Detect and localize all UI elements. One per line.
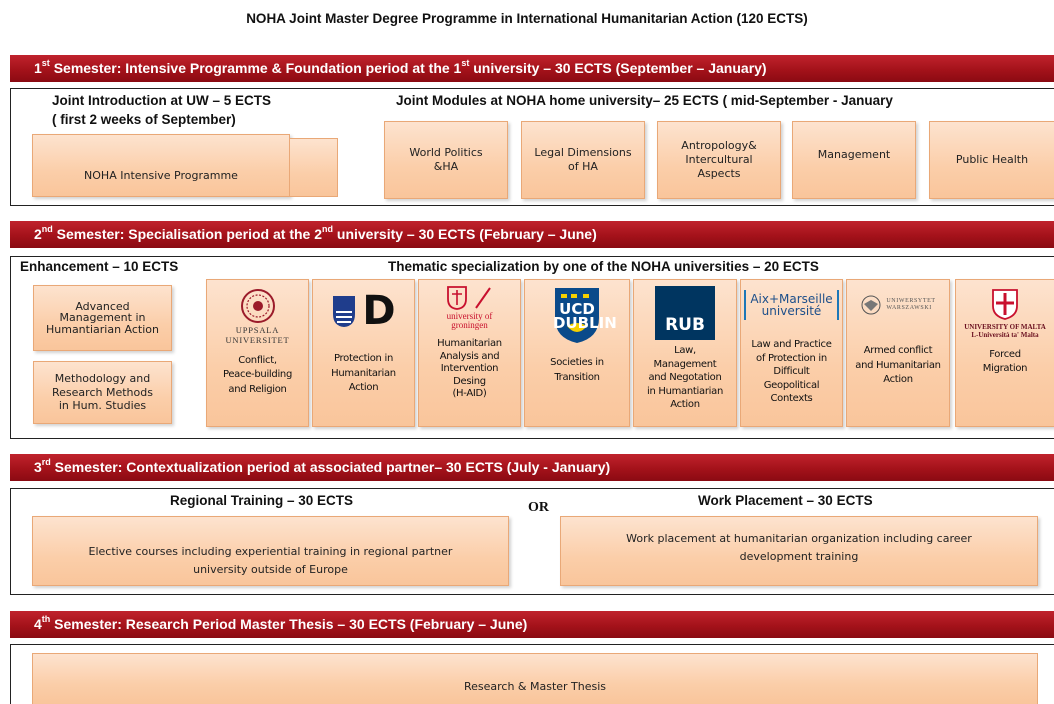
uppsala-specialisation: Conflict, Peace-building and Religion: [222, 354, 293, 395]
malta-crest-icon: [991, 288, 1019, 320]
uni-ucd: UCD DUBLIN Societies in Transition: [524, 279, 630, 427]
groningen-logo-text: university of groningen: [446, 311, 493, 330]
malta-logo-text: UNIVERSITY OF MALTA L-Università ta' Mal…: [964, 323, 1046, 340]
semester-1-banner: 1st Semester: Intensive Programme & Foun…: [10, 55, 1054, 82]
or-label: OR: [528, 500, 549, 515]
enhancement-advanced-management: Advanced Management in Humantiarian Acti…: [33, 285, 172, 351]
aix-marseille-specialisation: Law and Practice of Protection in Diffic…: [751, 339, 832, 404]
intro-box-tail: [290, 138, 338, 197]
groningen-crest-icon: [446, 286, 493, 310]
noha-intensive-programme-box: NOHA Intensive Programme: [32, 134, 290, 197]
module-management: Management: [792, 121, 916, 199]
regional-training-heading: Regional Training – 30 ECTS: [170, 493, 354, 508]
semester-2-banner: 2nd Semester: Specialisation period at t…: [10, 221, 1054, 248]
research-master-thesis-box: Research & Master Thesis: [32, 653, 1038, 704]
enhancement-methodology: Methodology and Research Methods in Hum.…: [33, 361, 172, 424]
enhancement-heading: Enhancement – 10 ECTS: [20, 259, 179, 274]
regional-training-box: Elective courses including experiential …: [32, 516, 509, 586]
uppsala-logo-text: UPPSALA UNIVERSITET: [225, 325, 290, 345]
aix-marseille-logo: Aix+Marseille université: [744, 290, 839, 320]
uni-rub: RUB Law, Management and Negotation in Hu…: [633, 279, 737, 427]
semester-4-banner: 4th Semester: Research Period Master The…: [10, 611, 1054, 638]
uni-malta: UNIVERSITY OF MALTA L-Università ta' Mal…: [955, 279, 1054, 427]
module-world-politics: World Politics &HA: [384, 121, 508, 199]
joint-modules-heading: Joint Modules at NOHA home university– 2…: [396, 93, 893, 108]
rub-logo-icon: RUB: [655, 286, 715, 340]
rub-specialisation: Law, Management and Negotation in Humant…: [646, 345, 724, 410]
university-logo-icon: D: [331, 291, 396, 331]
joint-introduction-subheading: ( first 2 weeks of September): [52, 112, 236, 127]
semester-3-banner: 3rd Semester: Contextualization period a…: [10, 454, 1054, 481]
page-title: NOHA Joint Master Degree Programme in In…: [246, 11, 808, 26]
warsaw-eagle-icon: UNIWERSYTET WARSZAWSKI: [860, 294, 935, 316]
uni-groningen: university of groningen Humanitarian Ana…: [418, 279, 521, 427]
uni-aix-marseille: Aix+Marseille université Law and Practic…: [740, 279, 843, 427]
joint-introduction-heading: Joint Introduction at UW – 5 ECTS: [52, 93, 271, 108]
malta-specialisation: Forced Migration: [982, 348, 1028, 375]
ucd-specialisation: Societies in Transition: [550, 357, 604, 383]
uni-uppsala: UPPSALA UNIVERSITET Conflict, Peace-buil…: [206, 279, 309, 427]
uni-warsaw: UNIWERSYTET WARSZAWSKI Armed conflict an…: [846, 279, 950, 427]
module-public-health: Public Health: [929, 121, 1054, 199]
uni-ruhr-protection: D Protection in Humanitarian Action: [312, 279, 415, 427]
module-legal-dimensions: Legal Dimensions of HA: [521, 121, 645, 199]
groningen-specialisation: Humanitarian Analysis and Intervention D…: [437, 338, 502, 399]
module-antropology: Antropology& Intercultural Aspects: [657, 121, 781, 199]
uppsala-seal-icon: [240, 288, 276, 324]
warsaw-specialisation: Armed conflict and Humanitarian Action: [855, 345, 941, 385]
ucd-crest-icon: UCD DUBLIN: [553, 286, 617, 344]
protection-specialisation: Protection in Humanitarian Action: [331, 353, 396, 393]
work-placement-heading: Work Placement – 30 ECTS: [698, 493, 873, 508]
work-placement-box: Work placement at humanitarian organizat…: [560, 516, 1038, 586]
thematic-heading: Thematic specialization by one of the NO…: [388, 259, 819, 274]
